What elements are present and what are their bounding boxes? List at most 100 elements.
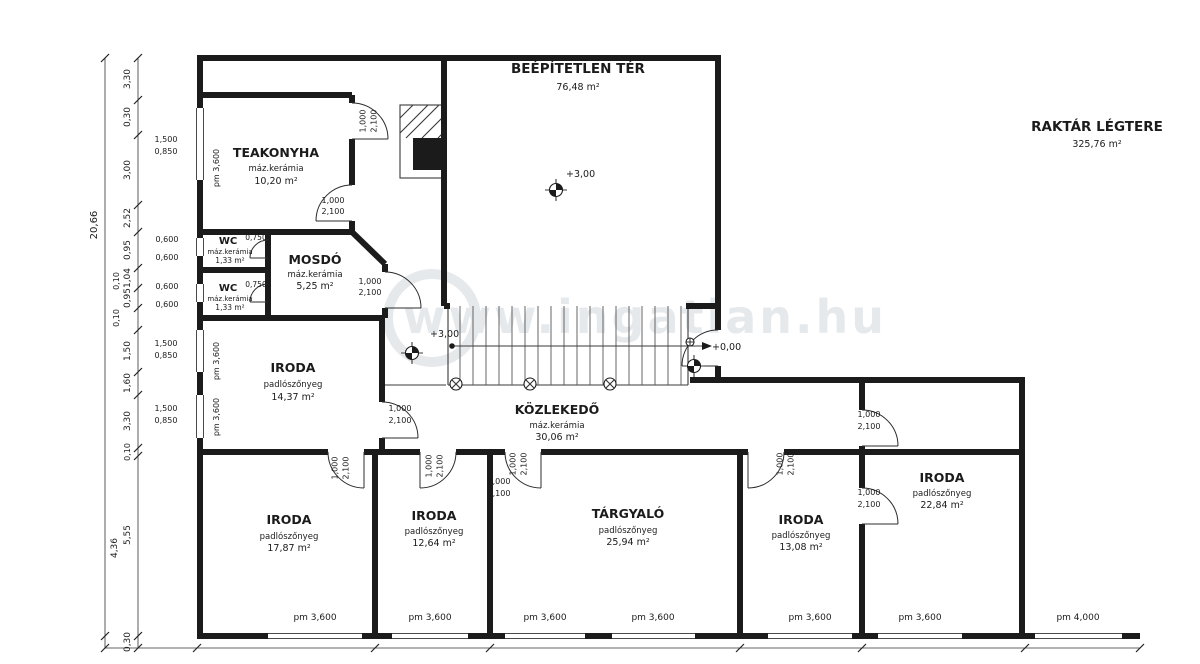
door-size-label: 1,000 [359, 110, 368, 133]
room-name-iroda2: IRODA [267, 512, 312, 527]
room-name-kozlekedo: KÖZLEKEDŐ [515, 402, 600, 417]
door-size-label: 2,100 [370, 110, 379, 133]
room-area-iroda3: 12,64 m² [412, 538, 455, 549]
room-finish-kozlekedo: máz.kerámia [529, 421, 584, 431]
dim-label: 1,50 [123, 341, 133, 361]
dim-label: 4,36 [110, 538, 120, 558]
room-name-beepitetlen: BEÉPÍTETLEN TÉR [511, 60, 646, 77]
dim-label: 1,60 [123, 373, 133, 393]
watermark: www.ingatlan.hu [383, 269, 887, 367]
window-size-label: 1,500 [155, 135, 178, 144]
section-marker-icon [449, 377, 463, 391]
door-size-label: 1,000 [322, 196, 345, 205]
shaft-block [399, 104, 445, 179]
parapet-label: pm 3,600 [408, 613, 451, 623]
window-size-label: 1,500 [155, 404, 178, 413]
section-markers [449, 377, 617, 391]
room-finish-teakonyha: máz.kerámia [248, 164, 303, 174]
room-finish-iroda4: padlószőnyeg [772, 530, 831, 541]
parapet-label: pm 3,600 [523, 613, 566, 623]
section-marker-icon [603, 377, 617, 391]
door-size-label: 2,100 [858, 500, 881, 509]
dim-label: 1,04 [123, 268, 133, 288]
dim-label: 0,10 [112, 309, 121, 327]
room-finish-wc1: máz.kerámia [207, 248, 252, 256]
door-size-label: 1,000 [359, 277, 382, 286]
window-size-label: 1,500 [155, 339, 178, 348]
door-size-label: 2,100 [436, 455, 445, 478]
level-label-stair: +3,00 [430, 329, 459, 340]
parapet-label: pm 3,600 [212, 398, 221, 436]
room-area-iroda5: 22,84 m² [920, 500, 963, 511]
dim-label: 0,30 [123, 107, 133, 127]
door-size-label: 1,000 [858, 488, 881, 497]
window-size-label: 0,850 [155, 351, 178, 360]
door-size-label: 2,100 [858, 422, 881, 431]
dim-label: 5,55 [123, 525, 133, 545]
door-size-label: 2,100 [322, 207, 345, 216]
door-size-label: 2,100 [359, 288, 382, 297]
door-size-label: 1,000 [509, 453, 518, 476]
room-finish-mosdo: máz.kerámia [287, 270, 342, 280]
level-marker-icon [401, 342, 423, 364]
room-area-wc1: 1,33 m² [215, 256, 244, 265]
walls [197, 55, 1140, 639]
level-marker-icon [683, 337, 705, 377]
room-name-mosdo: MOSDÓ [288, 252, 341, 267]
room-finish-iroda5: padlószőnyeg [913, 488, 972, 499]
door-size-labels-horizontal: 1,000 2,100 1,000 2,100 1,000 2,100 1,00… [322, 196, 881, 509]
parapet-labels: pm 3,600 pm 3,600 pm 3,600 pm 3,600 pm 3… [212, 149, 1100, 623]
level-marker-icon [545, 179, 567, 201]
room-name-wc2: WC [219, 283, 237, 294]
room-area-targyalo: 25,94 m² [606, 537, 649, 548]
window-size-label: 0,850 [155, 416, 178, 425]
parapet-label: pm 3,600 [212, 149, 221, 187]
room-name-iroda5: IRODA [920, 470, 965, 485]
parapet-label: pm 3,600 [212, 342, 221, 380]
room-name-iroda1: IRODA [271, 360, 316, 375]
door-size-label: 1,000 [331, 457, 340, 480]
room-name-teakonyha: TEAKONYHA [233, 145, 319, 160]
parapet-label: pm 3,600 [788, 613, 831, 623]
watermark-text: www.ingatlan.hu [403, 290, 887, 344]
dim-label-overall: 20,66 [89, 211, 100, 240]
room-area-iroda1: 14,37 m² [271, 392, 314, 403]
dim-label: 0,95 [123, 240, 133, 260]
room-finish-iroda1: padlószőnyeg [264, 379, 323, 390]
door-size-label: 2,100 [389, 416, 412, 425]
parapet-label: pm 4,000 [1056, 613, 1099, 623]
parapet-label: pm 3,600 [293, 613, 336, 623]
window-size-labels: 1,500 0,850 1,500 0,850 1,500 0,850 0,60… [155, 135, 179, 425]
door-size-label: 2,100 [520, 453, 529, 476]
room-finish-iroda2: padlószőnyeg [260, 531, 319, 542]
room-area-iroda4: 13,08 m² [779, 542, 822, 553]
door-size-label: 1,000 [776, 453, 785, 476]
stair-start-dot-icon [449, 343, 455, 349]
room-name-raktar: RAKTÁR LÉGTERE [1031, 118, 1163, 135]
door-size-label: 2,100 [488, 489, 511, 498]
room-finish-wc2: máz.kerámia [207, 295, 252, 303]
door-size-label: 2,100 [787, 453, 796, 476]
section-marker-icon [523, 377, 537, 391]
room-area-beepitetlen: 76,48 m² [556, 82, 599, 93]
dim-label: 0,10 [112, 272, 121, 290]
dimension-labels: 20,66 3,30 0,30 3,00 2,52 0,95 1,04 0,95… [89, 69, 133, 652]
dim-label: 3,00 [123, 160, 133, 180]
stair-direction-arrow-icon [702, 342, 712, 350]
room-name-iroda4: IRODA [779, 512, 824, 527]
door-size-label: 2,100 [342, 457, 351, 480]
level-markers [401, 179, 705, 377]
door-size-label: 1,000 [389, 404, 412, 413]
door-size-label: 1,000 [425, 455, 434, 478]
door-size-labels-vertical: 1,000 2,100 1,000 2,100 1,000 2,100 1,00… [331, 110, 796, 480]
door-swings [249, 102, 899, 525]
room-area-wc2: 1,33 m² [215, 303, 244, 312]
window-size-label: 0,850 [155, 147, 178, 156]
door-size-wc2: 0,750 [245, 280, 267, 289]
door-size-label: 1,000 [488, 477, 511, 486]
windows [196, 108, 1122, 639]
room-area-teakonyha: 10,20 m² [254, 176, 297, 187]
room-name-iroda3: IRODA [412, 508, 457, 523]
dimension-lines [100, 53, 1145, 653]
